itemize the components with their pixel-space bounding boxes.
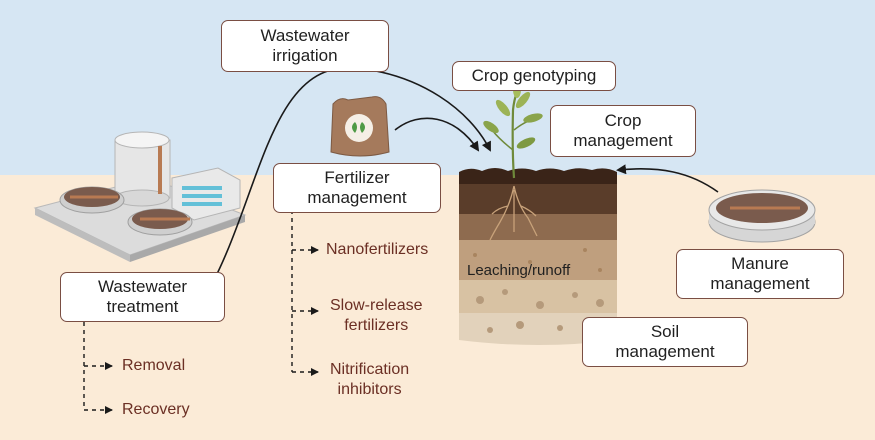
treatment-branch-lines [83, 322, 113, 414]
recovery-label: Recovery [122, 401, 190, 418]
soil-profile-illustration [459, 168, 617, 345]
fertilizer-bag-illustration [330, 96, 390, 157]
crop-genotyping-box: Crop genotyping [452, 61, 616, 91]
slow-release-fertilizers-label: Slow-release fertilizers [330, 297, 423, 334]
manure-to-soil-arrow [616, 164, 719, 193]
nanofertilizers-label: Nanofertilizers [326, 241, 429, 258]
fertilizer-management-box: Fertilizer management [273, 163, 441, 213]
fertilizer-to-crop-arrow [394, 117, 480, 152]
wastewater-irrigation-box: Wastewater irrigation [221, 20, 389, 72]
treatment-plant-illustration [33, 131, 247, 262]
manure-lagoon-illustration [708, 189, 816, 243]
leaching-runoff-label: Leaching/runoff [467, 262, 571, 279]
plant-illustration [483, 82, 543, 179]
wastewater-treatment-box: Wastewater treatment [60, 272, 225, 322]
manure-management-box: Manure management [676, 249, 844, 299]
removal-label: Removal [122, 357, 186, 374]
crop-management-box: Crop management [550, 105, 696, 157]
nitrification-inhibitors-label: Nitrification inhibitors [330, 361, 410, 398]
fertilizer-branch-lines [291, 210, 319, 376]
soil-management-box: Soil management [582, 317, 748, 367]
